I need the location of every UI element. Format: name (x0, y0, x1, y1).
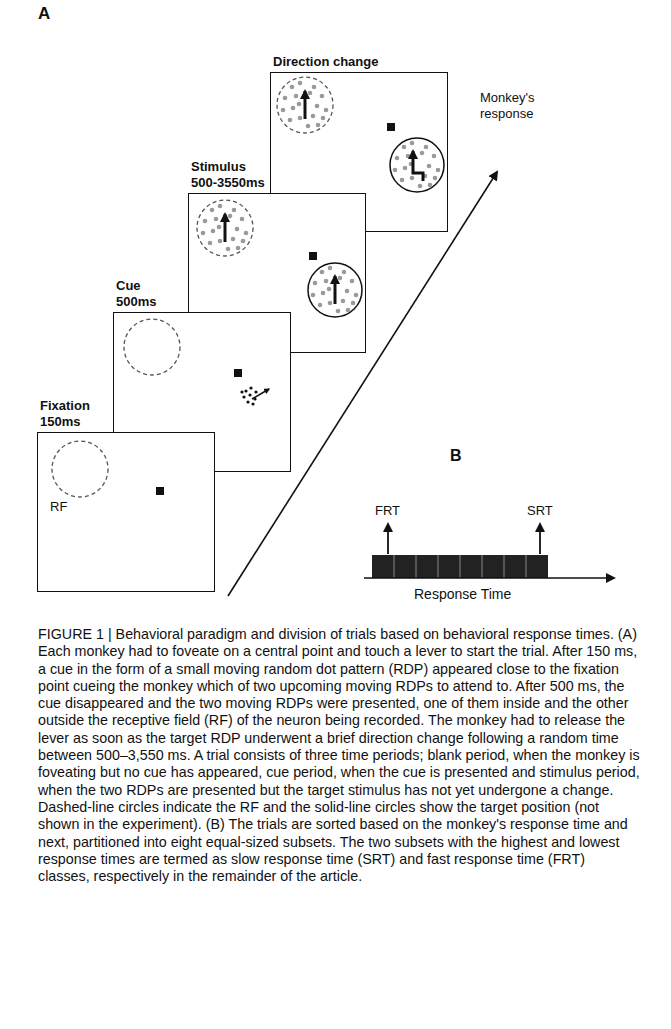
srt-arrow (539, 524, 541, 554)
period-label: 150ms (40, 414, 90, 430)
period-label: 500ms (116, 294, 156, 310)
period-label: Direction change (273, 54, 378, 70)
response-note: Monkey's response (480, 90, 564, 122)
period-label: Fixation (40, 398, 90, 414)
screen-heading: Cue500ms (116, 278, 156, 310)
screen-heading: Direction change (273, 54, 378, 70)
screen-box: Fixation150msRF (37, 432, 215, 592)
field-label: RF (50, 499, 67, 514)
panel-letter: B (450, 448, 462, 464)
panel-letter: A (38, 6, 50, 22)
figure-caption: FIGURE 1 | Behavioral paradigm and divis… (38, 626, 640, 885)
period-label: Cue (116, 278, 156, 294)
response-time-bar (372, 555, 548, 578)
period-label: Stimulus (191, 159, 265, 175)
axis-arrow (364, 577, 614, 579)
screen-heading: Fixation150ms (40, 398, 90, 430)
period-label: 500-3550ms (191, 175, 265, 191)
class-label: FRT (375, 503, 400, 519)
screen-heading: Stimulus500-3550ms (191, 159, 265, 191)
class-label: SRT (527, 503, 553, 519)
axis-label: Response Time (414, 586, 511, 602)
frt-arrow (387, 524, 389, 554)
